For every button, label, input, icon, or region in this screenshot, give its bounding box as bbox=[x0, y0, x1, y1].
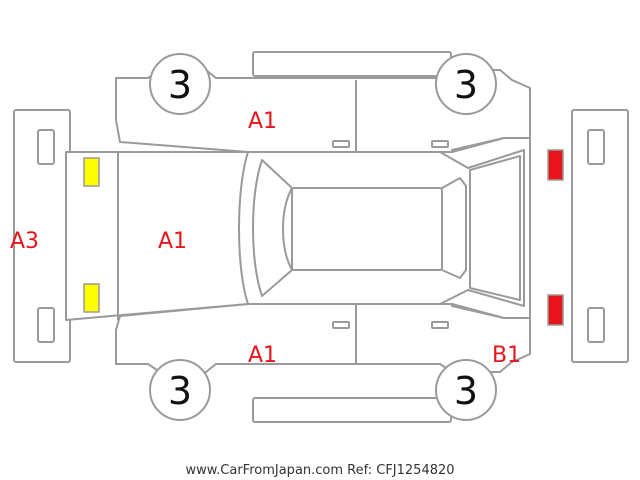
footer-reference: www.CarFromJapan.com Ref: CFJ1254820 bbox=[185, 463, 454, 478]
grade-rear-left: 3 bbox=[454, 63, 478, 107]
front-lamp-top bbox=[83, 157, 100, 187]
grade-rear-right: 3 bbox=[454, 369, 478, 413]
rear-bumper bbox=[571, 109, 629, 363]
front-lamp-bottom bbox=[83, 283, 100, 313]
wheel-rear-right: 3 bbox=[435, 359, 497, 421]
damage-code-hood: A1 bbox=[158, 229, 187, 254]
roof-rail-bottom bbox=[252, 397, 452, 423]
car-body-top-view bbox=[65, 137, 531, 321]
roof-rail-top bbox=[252, 51, 452, 77]
wheel-front-right: 3 bbox=[149, 359, 211, 421]
damage-code-right-side: A1 bbox=[248, 343, 277, 368]
rear-lamp-top bbox=[547, 149, 564, 181]
grade-front-left: 3 bbox=[168, 63, 192, 107]
wheel-rear-left: 3 bbox=[435, 53, 497, 115]
wheel-front-left: 3 bbox=[149, 53, 211, 115]
grade-front-right: 3 bbox=[168, 369, 192, 413]
damage-code-rear-right: B1 bbox=[492, 343, 521, 368]
damage-code-left-side: A1 bbox=[248, 109, 277, 134]
rear-lamp-bottom bbox=[547, 294, 564, 326]
damage-code-front-bumper: A3 bbox=[10, 229, 39, 254]
